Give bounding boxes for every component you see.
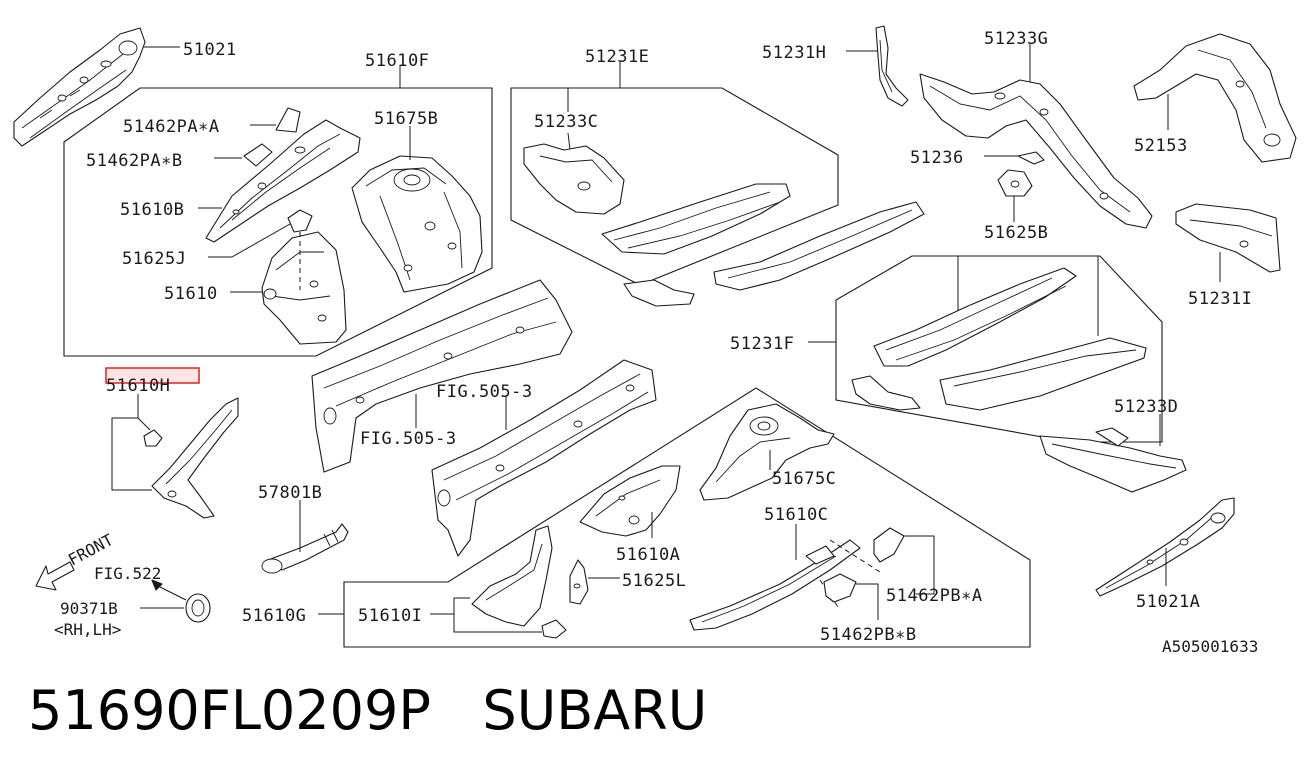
- label-fig505-3-upper: FIG.505-3: [436, 382, 533, 402]
- part-51231F-rail[interactable]: [873, 267, 1077, 367]
- part-51610B[interactable]: [205, 107, 361, 243]
- label-51231I: 51231I: [1188, 289, 1252, 309]
- part-51610C[interactable]: [689, 539, 861, 631]
- caption: 51690FL0209P SUBARU: [28, 684, 707, 738]
- label-rhlh: <RH,LH>: [54, 620, 121, 639]
- part-crossmember-lower[interactable]: [431, 359, 657, 557]
- label-51233G: 51233G: [984, 29, 1048, 49]
- label-fig522: FIG.522: [94, 564, 161, 583]
- part-51675C[interactable]: [699, 403, 835, 501]
- label-51625J: 51625J: [122, 249, 186, 269]
- part-51462PB-A[interactable]: [873, 527, 905, 563]
- part-51021[interactable]: [13, 27, 146, 147]
- part-51625L[interactable]: [569, 559, 589, 605]
- part-51610[interactable]: [261, 231, 347, 345]
- label-51610H: 51610H: [106, 376, 170, 396]
- label-51610F: 51610F: [365, 51, 429, 71]
- group-box-51231F: [835, 255, 1163, 443]
- label-51231H: 51231H: [762, 43, 826, 63]
- label-51625B: 51625B: [984, 223, 1048, 243]
- part-57801B[interactable]: [261, 523, 349, 574]
- label-90371B: 90371B: [60, 599, 118, 618]
- part-51231F-bracket[interactable]: [851, 375, 921, 411]
- group-box-51610G: [343, 387, 1031, 648]
- label-fig505-3-lower: FIG.505-3: [360, 429, 457, 449]
- label-52153: 52153: [1134, 136, 1188, 156]
- label-51610C: 51610C: [764, 505, 828, 525]
- label-51233D: 51233D: [1114, 397, 1178, 417]
- label-51236: 51236: [910, 148, 964, 168]
- label-51021A: 51021A: [1136, 592, 1200, 612]
- label-51610: 51610: [164, 284, 218, 304]
- label-51462PB-A: 51462PB∗A: [886, 586, 983, 606]
- label-51625L: 51625L: [622, 571, 686, 591]
- label-51610I: 51610I: [358, 606, 422, 626]
- part-51021A[interactable]: [1095, 497, 1235, 597]
- part-51462PB-B[interactable]: [823, 573, 857, 603]
- part-51610A[interactable]: [579, 465, 681, 537]
- part-51231H[interactable]: [875, 25, 909, 107]
- part-51231E-bracket[interactable]: [623, 279, 695, 307]
- label-51021: 51021: [183, 40, 237, 60]
- front-arrow-icon: [35, 561, 75, 591]
- label-51610B: 51610B: [120, 200, 184, 220]
- part-51233D[interactable]: [1039, 427, 1187, 493]
- label-51462PA-A: 51462PA∗A: [123, 117, 220, 137]
- part-number: 51690FL0209P: [28, 679, 431, 742]
- label-51610G: 51610G: [242, 606, 306, 626]
- part-51625B[interactable]: [997, 169, 1033, 197]
- part-51610H[interactable]: [143, 397, 239, 519]
- part-51610I[interactable]: [471, 525, 567, 639]
- diagram-reference-code: A505001633: [1162, 637, 1258, 656]
- group-box-51231E: [510, 87, 839, 286]
- label-51462PB-B: 51462PB∗B: [820, 625, 917, 645]
- part-51231E-lower[interactable]: [713, 201, 925, 291]
- part-90371B[interactable]: [185, 593, 211, 623]
- label-51675B: 51675B: [374, 109, 438, 129]
- part-51233G[interactable]: [919, 73, 1153, 229]
- part-51231I[interactable]: [1175, 203, 1281, 273]
- part-51233C[interactable]: [523, 143, 625, 215]
- label-51231E: 51231E: [585, 47, 649, 67]
- label-51231F: 51231F: [730, 334, 794, 354]
- label-51462PA-B: 51462PA∗B: [86, 151, 183, 171]
- part-51231F-lower[interactable]: [939, 337, 1147, 411]
- part-crossmember-upper[interactable]: [311, 279, 573, 473]
- part-51675B[interactable]: [351, 155, 483, 293]
- label-51610A: 51610A: [616, 545, 680, 565]
- label-51233C: 51233C: [534, 112, 598, 132]
- highlight-51610H: [105, 367, 200, 384]
- group-box-51610F: [63, 87, 493, 357]
- brand-name: SUBARU: [482, 679, 708, 742]
- label-57801B: 57801B: [258, 483, 322, 503]
- part-51236[interactable]: [1017, 151, 1045, 165]
- part-52153[interactable]: [1133, 33, 1297, 163]
- part-51231E-rail[interactable]: [601, 183, 791, 255]
- label-51675C: 51675C: [772, 469, 836, 489]
- part-51625J[interactable]: [287, 209, 313, 233]
